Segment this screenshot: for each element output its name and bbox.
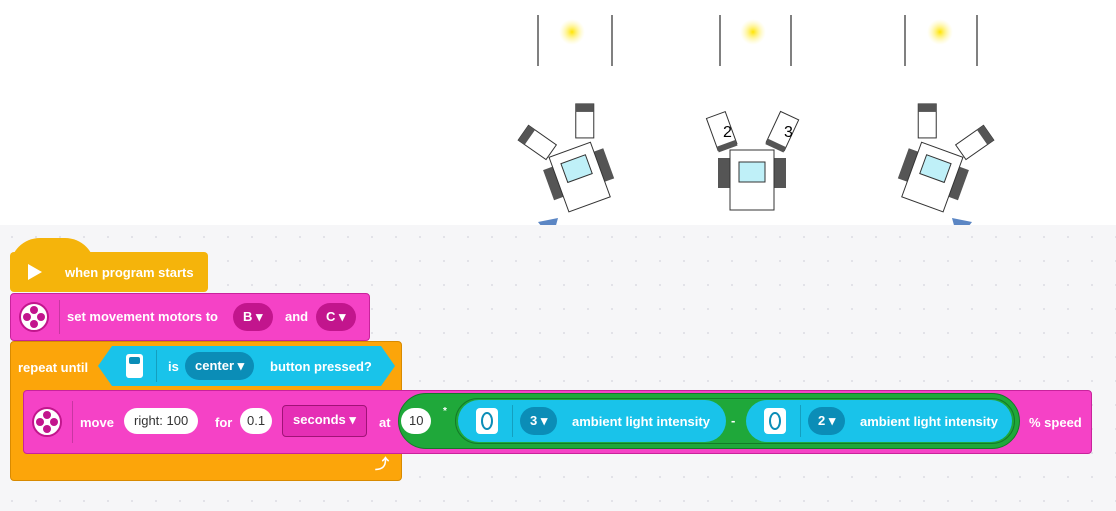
is-label: is (168, 359, 179, 374)
light-rays-right (904, 15, 978, 66)
robot-center: 2 3 (705, 110, 800, 211)
sensor-b-label: ambient light intensity (860, 414, 998, 429)
play-icon (28, 264, 42, 280)
color-sensor-reporter-a[interactable]: 3 ▾ ambient light intensity (458, 400, 726, 442)
robot-right (897, 103, 995, 213)
speed-label: % speed (1029, 415, 1082, 430)
sensor-port-b-dropdown[interactable]: 2 ▾ (808, 407, 846, 435)
motor-icon (32, 407, 62, 437)
block-label: set movement motors to (67, 309, 218, 324)
repeat-until-label: repeat until (18, 360, 89, 375)
duration-input[interactable]: 0.1 (240, 408, 273, 434)
sensor-label-2: 2 (723, 124, 732, 141)
steering-input[interactable]: right: 100 (124, 408, 199, 434)
for-label: for (215, 415, 233, 430)
at-label: at (379, 415, 391, 430)
unit-dropdown[interactable]: seconds ▾ (282, 405, 367, 437)
color-sensor-reporter-b[interactable]: 2 ▾ ambient light intensity (746, 400, 1012, 442)
motor-port-2-dropdown[interactable]: C ▾ (316, 303, 356, 331)
sensor-port-a-dropdown[interactable]: 3 ▾ (520, 407, 558, 435)
color-sensor-icon (476, 408, 498, 434)
robot-left (517, 103, 615, 213)
times-operator: * (443, 406, 447, 417)
and-label: and (285, 309, 309, 324)
light-rays-left (537, 15, 613, 66)
subtract-operator[interactable]: - (455, 398, 1015, 444)
minus-operator: - (731, 413, 736, 428)
motor-port-1-dropdown[interactable]: B ▾ (233, 303, 273, 331)
sensor-label-3: 3 (784, 124, 793, 141)
button-pressed-label: button pressed? (270, 359, 372, 374)
set-movement-motors-block[interactable]: set movement motors to B ▾ and C ▾ (10, 293, 370, 341)
robot-turning-illustration: 2 3 (517, 15, 995, 230)
factor-input[interactable]: 10 (401, 408, 432, 434)
color-sensor-icon (764, 408, 786, 434)
motor-icon (19, 302, 49, 332)
block-label: when program starts (65, 265, 194, 280)
sensor-a-label: ambient light intensity (572, 414, 710, 429)
button-dropdown[interactable]: center ▾ (185, 352, 254, 380)
button-pressed-condition[interactable]: is center ▾ button pressed? (98, 346, 395, 386)
move-label: move (80, 415, 114, 430)
light-rays-center (719, 15, 792, 66)
hub-icon (126, 354, 143, 378)
loop-arrow-icon: ⤴ (375, 456, 389, 472)
when-program-starts-block[interactable]: when program starts (10, 252, 208, 292)
